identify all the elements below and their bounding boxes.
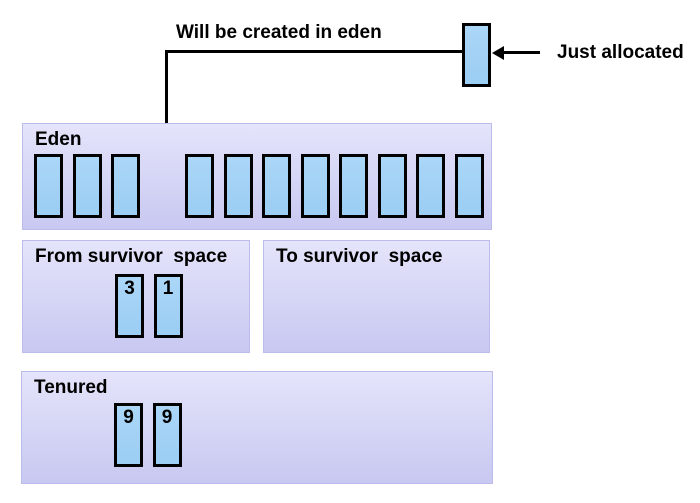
memory-block (185, 154, 214, 218)
memory-block: 9 (114, 403, 143, 467)
memory-block (339, 154, 368, 218)
eden-right-blocks (185, 154, 484, 218)
memory-block: 3 (115, 274, 144, 338)
eden-connector-line-vertical (165, 50, 168, 168)
to-survivor-region: To survivor space (263, 240, 490, 353)
to-survivor-label: To survivor space (276, 246, 443, 267)
allocated-arrow-line (503, 51, 540, 54)
memory-block (300, 154, 330, 218)
memory-block (416, 154, 445, 218)
memory-block (111, 154, 140, 218)
eden-connector-line-horizontal (165, 50, 463, 53)
block-age-label: 9 (123, 407, 134, 428)
memory-block (377, 154, 407, 218)
block-age-label: 1 (162, 278, 174, 299)
memory-block (223, 154, 253, 218)
will-be-created-label: Will be created in eden (176, 22, 382, 43)
arrow-left-icon (492, 46, 504, 60)
eden-label: Eden (35, 129, 82, 150)
block-age-label: 3 (124, 278, 135, 299)
just-allocated-block (462, 23, 491, 87)
memory-block (262, 154, 291, 218)
memory-block (72, 154, 102, 218)
eden-region: Eden (22, 123, 492, 230)
just-allocated-label: Just allocated (557, 42, 684, 63)
eden-left-blocks (34, 154, 140, 218)
block-age-label: 9 (161, 407, 173, 428)
memory-block (454, 154, 484, 218)
memory-block: 9 (152, 403, 182, 467)
from-survivor-label: From survivor space (35, 246, 228, 267)
memory-block (34, 154, 63, 218)
memory-block: 1 (153, 274, 183, 338)
tenured-label: Tenured (34, 377, 108, 398)
